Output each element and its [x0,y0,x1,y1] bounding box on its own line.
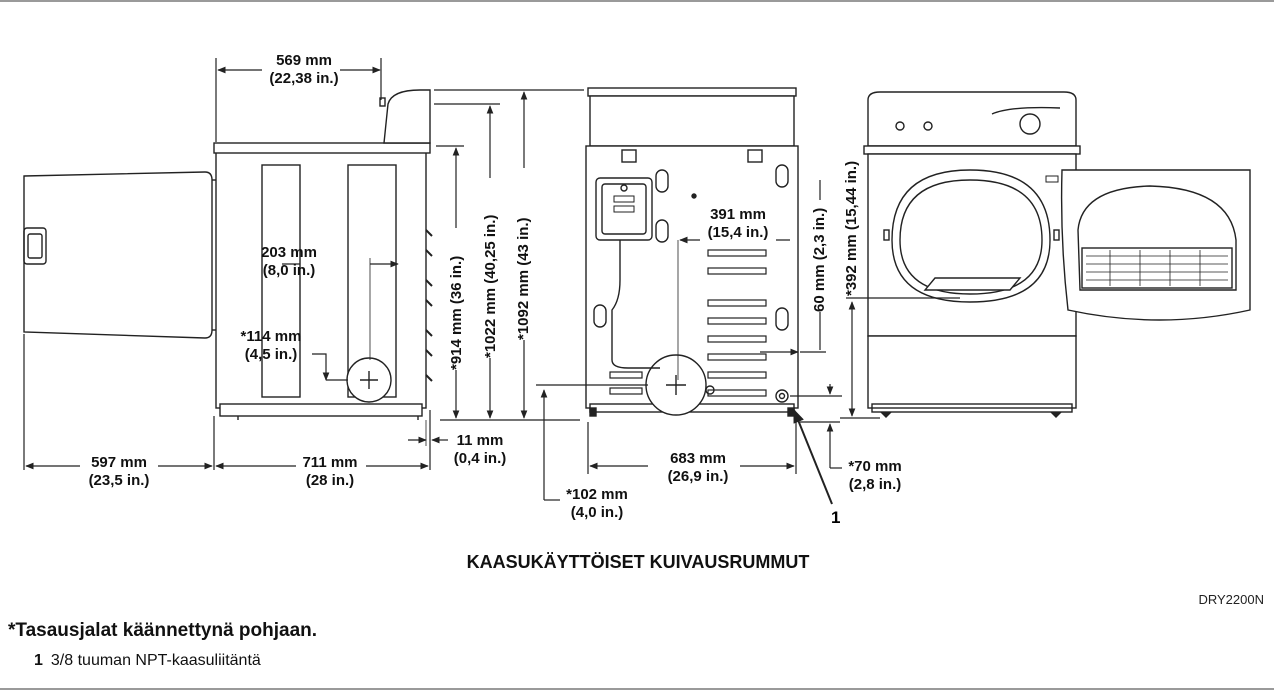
dim-114-mm: *114 mm [240,328,302,345]
dim-914: *914 mm (36 in.) [448,255,465,370]
dim-1092: *1092 mm (43 in.) [515,217,532,340]
dim-683-mm: 683 mm [670,450,726,467]
dim-569-in: (22,38 in.) [269,70,339,87]
footnote: *Tasausjalat käännettynä pohjaan. [8,620,318,641]
dim-1022: *1022 mm (40,25 in.) [482,214,499,358]
dim-102-in: (4,0 in.) [570,504,624,521]
rear-view [585,87,799,417]
dim-203-mm: 203 mm [261,244,317,261]
dim-11: 11 mm (0,4 in.) [448,432,512,468]
dim-569: 569 mm (22,38 in.) [268,52,340,88]
dim-70-in: (2,8 in.) [848,476,902,493]
legend-number: 1 [34,652,43,669]
dim-60: 60 mm (2,3 in.) [811,207,828,312]
dim-597-mm: 597 mm [91,454,147,471]
dim-569-mm: 569 mm [276,52,332,69]
dim-114-in: (4,5 in.) [244,346,298,363]
dim-597: 597 mm (23,5 in.) [80,454,158,490]
callout-number: 1 [831,508,841,527]
legend-text: 3/8 tuuman NPT-kaasuliitäntä [50,652,261,669]
dim-391-mm: 391 mm [710,206,766,223]
dim-391-in: (15,4 in.) [707,224,769,241]
dim-203: 203 mm (8,0 in.) [254,244,324,280]
dim-683: 683 mm (26,9 in.) [656,450,740,486]
dim-597-in: (23,5 in.) [88,472,150,489]
front-view [863,91,1251,418]
dim-203-in: (8,0 in.) [262,262,316,279]
dim-711-in: (28 in.) [305,472,355,489]
dim-711: 711 mm (28 in.) [294,454,366,490]
dim-391: 391 mm (15,4 in.) [700,206,776,242]
figure-title: KAASUKÄYTTÖISET KUIVAUSRUMMUT [466,552,810,572]
dim-683-in: (26,9 in.) [667,468,729,485]
dim-114: *114 mm (4,5 in.) [234,328,308,364]
figure-code: DRY2200N [1198,592,1264,607]
dim-11-mm: 11 mm [456,432,504,449]
dim-102: *102 mm (4,0 in.) [562,486,632,522]
legend-item: 1 3/8 tuuman NPT-kaasuliitäntä [34,652,261,670]
dim-70-mm: *70 mm [848,458,902,475]
dim-11-in: (0,4 in.) [453,450,507,467]
dim-70: *70 mm (2,8 in.) [840,458,910,494]
dim-102-mm: *102 mm [566,486,628,503]
side-view [23,89,433,420]
dim-392: *392 mm (15,44 in.) [843,160,860,296]
dim-711-mm: 711 mm [302,454,358,471]
